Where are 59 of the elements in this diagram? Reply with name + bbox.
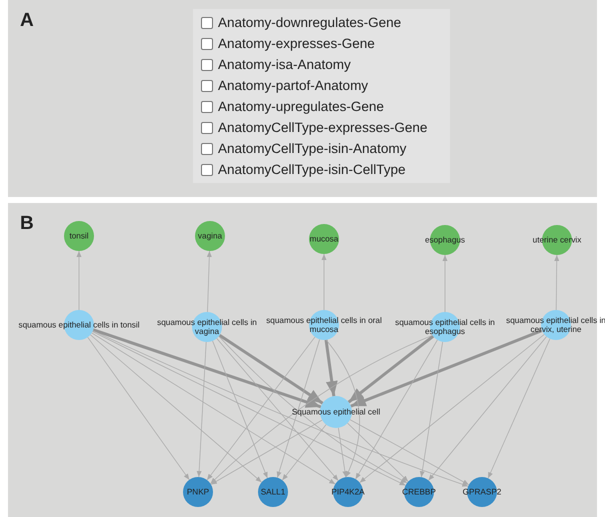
arrow — [218, 334, 324, 404]
arrow — [196, 342, 207, 478]
arrow — [322, 254, 326, 310]
arrow — [355, 340, 438, 480]
arrow — [276, 339, 320, 478]
arrow — [488, 338, 550, 479]
node-label: squamous epithelial cells in oral mucosa — [265, 316, 383, 334]
arrow — [218, 336, 408, 484]
node-label: squamous epithelial cells in vagina — [156, 318, 258, 336]
panel-letter: B — [20, 213, 34, 235]
node-circle — [258, 477, 288, 507]
arrow — [206, 250, 212, 312]
node-label: vagina — [196, 232, 224, 240]
arrow — [338, 427, 348, 478]
arrow — [206, 336, 316, 480]
node-circle — [183, 477, 213, 507]
node-label: squamous epithelial cells in esophagus — [394, 318, 496, 336]
arrow — [92, 330, 468, 487]
arrow — [350, 419, 470, 486]
node-circle — [195, 221, 225, 251]
checkbox-option: Anatomy-partof-Anatomy — [193, 75, 450, 96]
node-circle — [309, 224, 339, 254]
arrow — [282, 424, 326, 481]
arrow — [92, 331, 406, 486]
arrow — [350, 329, 543, 408]
node-label: squamous epithelial cells in cervix, uterine — [505, 316, 605, 334]
arrow — [428, 336, 547, 481]
arrow — [420, 341, 444, 478]
node-label: PNKP — [186, 488, 210, 496]
arrow — [87, 336, 190, 480]
node-label: Squamous epithelial cell — [290, 408, 382, 416]
arrow — [216, 338, 339, 481]
arrow — [348, 335, 434, 404]
checkbox-option: AnatomyCellType-expresses-Gene — [193, 117, 450, 138]
arrow — [90, 334, 262, 483]
arrow — [210, 334, 433, 484]
checkbox-option: AnatomyCellType-isin-Anatomy — [193, 138, 450, 159]
arrow — [210, 420, 323, 485]
node-label: tonsil — [68, 232, 90, 240]
arrow — [324, 340, 338, 396]
arrow — [326, 340, 360, 478]
arrow — [91, 332, 336, 484]
arrow — [554, 254, 560, 310]
arrow — [212, 340, 268, 478]
panel-letter: A — [20, 10, 34, 32]
arrow — [442, 254, 448, 312]
checkbox-option: Anatomy-downregulates-Gene — [193, 12, 450, 33]
arrow — [76, 250, 82, 310]
arrow — [359, 334, 545, 483]
checkbox-option: Anatomy-expresses-Gene — [193, 33, 450, 54]
node-label: mucosa — [308, 234, 340, 244]
checkbox-option: Anatomy-isa-Anatomy — [193, 54, 450, 75]
arrow — [92, 328, 322, 408]
node-circle — [64, 221, 94, 251]
arrow — [347, 422, 409, 482]
checkbox-option: Anatomy-upregulates-Gene — [193, 96, 450, 117]
checkbox-option: AnatomyCellType-isin-CellType — [193, 159, 450, 180]
node-label: SALL1 — [260, 488, 286, 496]
node-label: squamous epithelial cells in tonsil — [17, 320, 141, 330]
